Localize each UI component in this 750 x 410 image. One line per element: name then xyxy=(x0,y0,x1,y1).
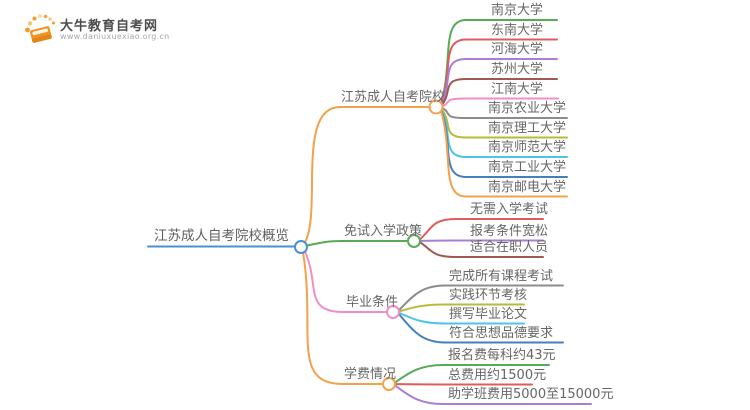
edge-graduation-requirements-child-3 xyxy=(396,311,564,344)
leaf-node-label-exam-free-admission-policy-1[interactable]: 报考条件宽松 xyxy=(470,223,549,239)
toggle-exam-free-admission-policy[interactable] xyxy=(407,234,421,248)
leaf-node-label-exam-free-admission-policy-0[interactable]: 无需入学考试 xyxy=(470,202,549,217)
leaf-node-label-graduation-requirements-2[interactable]: 撰写毕业论文 xyxy=(449,306,528,322)
leaf-node-label-exam-free-admission-policy-2[interactable]: 适合在职人员 xyxy=(470,240,549,255)
leaf-node-label-jiangsu-zikao-schools-1[interactable]: 东南大学 xyxy=(491,22,544,38)
edge-jiangsu-zikao-schools-child-5 xyxy=(439,106,568,119)
leaf-node-label-jiangsu-zikao-schools-5[interactable]: 南京农业大学 xyxy=(488,101,567,116)
branch-node-label-graduation-requirements[interactable]: 毕业条件 xyxy=(346,295,399,310)
edge-exam-free-admission-policy-child-1 xyxy=(417,239,544,242)
leaf-node-label-jiangsu-zikao-schools-2[interactable]: 河海大学 xyxy=(491,42,544,57)
leaf-node-label-graduation-requirements-1[interactable]: 实践环节考核 xyxy=(449,287,528,303)
toggle-graduation-requirements[interactable] xyxy=(386,305,400,319)
edge-jiangsu-zikao-schools-child-6 xyxy=(439,106,568,139)
branch-node-label-exam-free-admission-policy[interactable]: 免试入学政策 xyxy=(344,224,423,239)
edge-tuition-fees-child-2 xyxy=(392,383,592,405)
edge-jiangsu-zikao-schools-child-2 xyxy=(439,58,558,108)
leaf-node-label-tuition-fees-2[interactable]: 助学班费用5000至15000元 xyxy=(448,387,614,402)
edge-tuition-fees-child-1 xyxy=(392,383,533,386)
edge-exam-free-admission-policy-child-0 xyxy=(417,218,544,242)
edge-jiangsu-zikao-schools-child-4 xyxy=(439,97,559,108)
leaf-node-label-graduation-requirements-3[interactable]: 符合思想品德要求 xyxy=(449,325,554,341)
branch-node-label-jiangsu-zikao-schools[interactable]: 江苏成人自考院校 xyxy=(341,90,446,105)
edge-graduation-requirements-child-0 xyxy=(396,284,564,313)
edge-tuition-fees-child-0 xyxy=(392,364,550,385)
logo-title: 大牛教育自考网 xyxy=(60,19,159,34)
leaf-node-label-jiangsu-zikao-schools-9[interactable]: 南京邮电大学 xyxy=(488,179,567,195)
edge-root-tuition-fees xyxy=(302,251,383,385)
edge-jiangsu-zikao-schools-child-9 xyxy=(439,106,568,198)
root-node-label[interactable]: 江苏成人自考院校概览 xyxy=(154,228,289,244)
leaf-node-label-jiangsu-zikao-schools-4[interactable]: 江南大学 xyxy=(491,81,544,97)
leaf-node-label-jiangsu-zikao-schools-8[interactable]: 南京工业大学 xyxy=(488,160,567,175)
leaf-node-label-tuition-fees-1[interactable]: 总费用约1500元 xyxy=(448,367,547,383)
edge-graduation-requirements-child-2 xyxy=(396,311,525,325)
toggle-root[interactable] xyxy=(294,240,308,254)
toggle-tuition-fees[interactable] xyxy=(382,377,396,391)
edge-jiangsu-zikao-schools-child-3 xyxy=(439,78,558,108)
leaf-node-label-jiangsu-zikao-schools-7[interactable]: 南京师范大学 xyxy=(488,140,567,155)
logo-url: www.daniuxuexiao.org.cn xyxy=(60,32,170,41)
leaf-node-label-tuition-fees-0[interactable]: 报名费每科约43元 xyxy=(448,348,556,363)
leaf-node-label-graduation-requirements-0[interactable]: 完成所有课程考试 xyxy=(449,268,554,284)
leaf-node-label-jiangsu-zikao-schools-3[interactable]: 苏州大学 xyxy=(491,62,544,77)
leaf-node-label-jiangsu-zikao-schools-6[interactable]: 南京理工大学 xyxy=(488,120,567,136)
logo-book-icon xyxy=(25,14,55,43)
edge-root-graduation-requirements xyxy=(304,250,387,313)
leaf-node-label-jiangsu-zikao-schools-0[interactable]: 南京大学 xyxy=(491,3,544,18)
branch-node-label-tuition-fees[interactable]: 学费情况 xyxy=(344,367,397,382)
toggle-jiangsu-zikao-schools[interactable] xyxy=(428,99,444,115)
site-logo: 大牛教育自考网 www.daniuxuexiao.org.cn xyxy=(24,10,204,50)
edge-root-jiangsu-zikao-schools xyxy=(304,106,430,243)
edge-root-exam-free-admission-policy xyxy=(306,240,408,247)
edge-exam-free-admission-policy-child-2 xyxy=(417,240,544,258)
edge-graduation-requirements-child-1 xyxy=(396,303,525,313)
